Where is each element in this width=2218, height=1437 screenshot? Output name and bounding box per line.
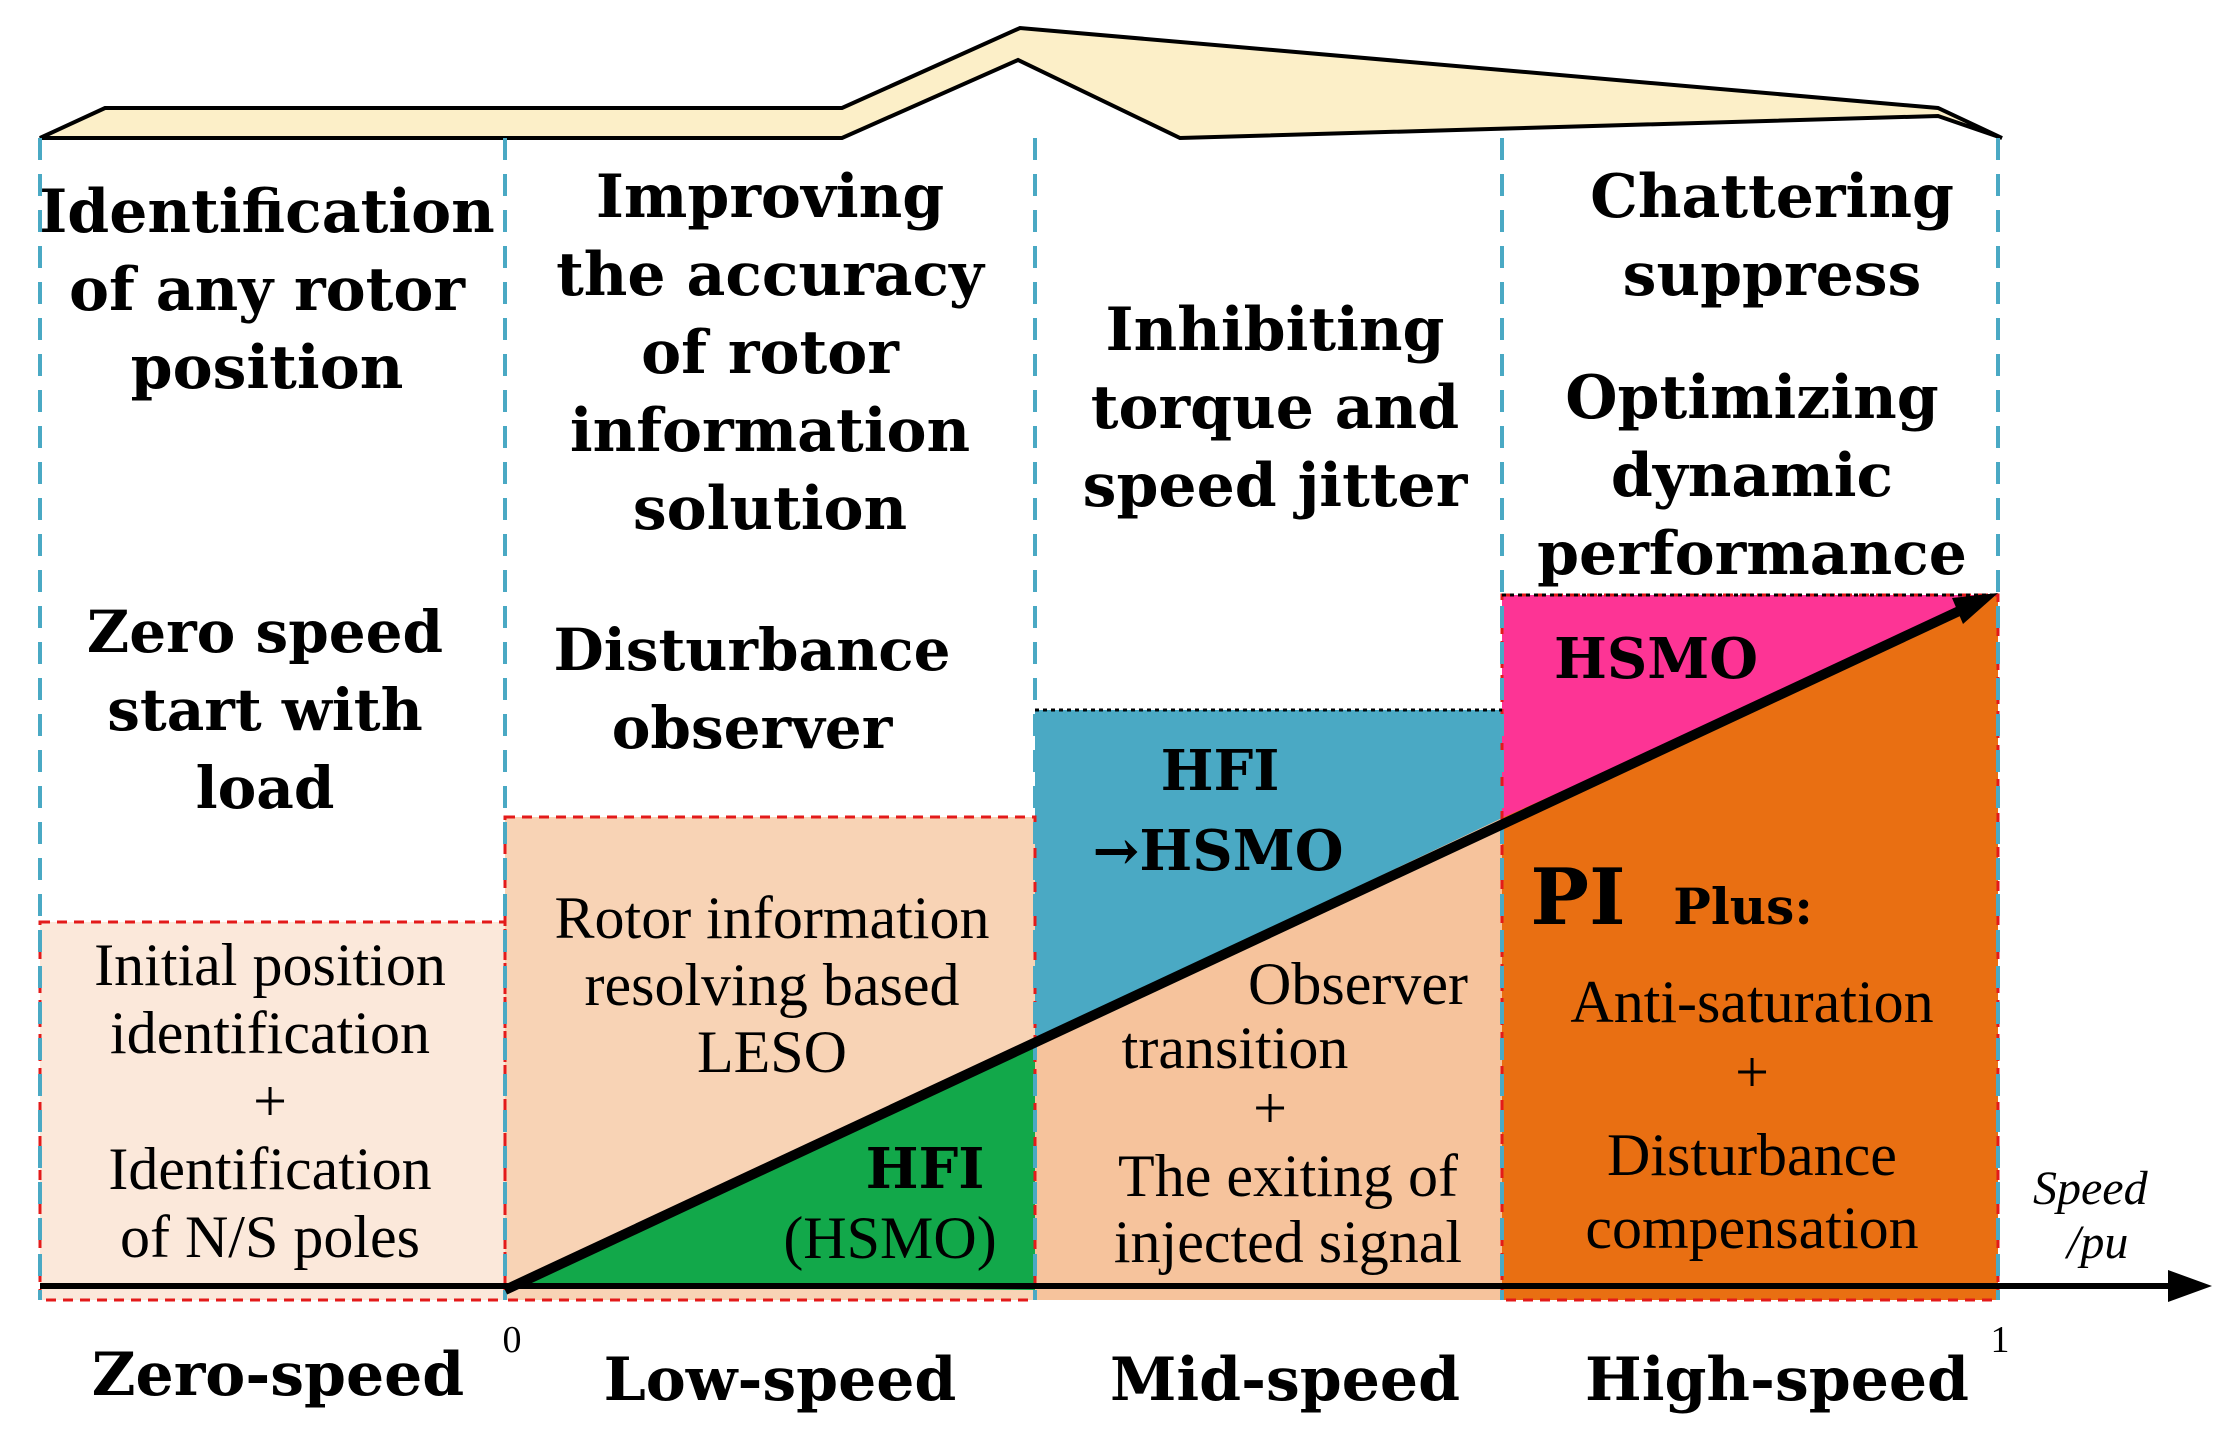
column-mid-speed: Inhibiting torque and speed jitter HFI →…	[1083, 295, 1469, 1415]
speed-region-label: Mid-speed	[1110, 1345, 1460, 1415]
heading-line: of rotor	[641, 318, 900, 388]
method-block-label: →HSMO	[1092, 818, 1343, 884]
heading-line: information	[570, 396, 970, 466]
subheading-line: start with	[107, 676, 423, 744]
controller-title: PI	[1530, 852, 1625, 943]
column-zero-speed: Identification of any rotor position Zer…	[39, 177, 495, 1410]
speed-diagonal-arrowhead	[1952, 593, 1998, 624]
description-line: LESO	[697, 1019, 847, 1085]
heading-line: performance	[1537, 519, 1967, 589]
subheading-line: Disturbance	[553, 616, 950, 684]
description-line: identification	[110, 1000, 430, 1066]
roof-band	[39, 25, 2003, 141]
heading-line: Chattering	[1590, 162, 1954, 232]
axis-tick-label: 1	[1991, 1319, 2010, 1361]
heading-line: Optimizing	[1565, 363, 1938, 433]
heading-line: solution	[633, 474, 907, 544]
heading-line: torque and	[1091, 373, 1459, 443]
axis-tick-label: 0	[503, 1319, 522, 1361]
description-line: +	[1253, 1075, 1287, 1141]
heading-line: speed jitter	[1083, 451, 1469, 521]
column-low-speed: Improving the accuracy of rotor informat…	[553, 162, 996, 1415]
heading-line: dynamic	[1611, 441, 1893, 511]
description-line: Identification	[108, 1136, 431, 1202]
description-line: Observer	[1248, 951, 1468, 1017]
black-dotted-outlines	[1035, 593, 1998, 712]
heading-line: Identification	[39, 177, 495, 247]
speed-region-label: Low-speed	[604, 1345, 957, 1415]
subheading-line: load	[196, 754, 335, 822]
description-line: resolving based	[585, 952, 960, 1018]
description-line: +	[1735, 1039, 1769, 1105]
description-line: of N/S poles	[120, 1204, 420, 1270]
description-line: transition	[1122, 1015, 1349, 1081]
description-line: +	[253, 1068, 287, 1134]
axis-label: /pu	[2064, 1216, 2128, 1269]
heading-line: Inhibiting	[1106, 295, 1445, 365]
controller-suffix: Plus:	[1673, 877, 1813, 936]
method-block-label: HFI	[866, 1136, 985, 1202]
description-line: Disturbance	[1607, 1122, 1897, 1188]
column-dividers	[38, 138, 2000, 1300]
speed-axis-arrowhead	[2168, 1270, 2212, 1302]
subheading-line: observer	[612, 694, 894, 762]
column-high-speed: Chattering suppress Optimizing dynamic p…	[1530, 162, 1969, 1415]
description-line: injected signal	[1114, 1209, 1462, 1275]
heading-line: suppress	[1623, 240, 1922, 310]
method-block-label: (HSMO)	[783, 1205, 996, 1271]
heading-line: position	[131, 333, 404, 403]
description-line: Anti-saturation	[1570, 969, 1933, 1035]
method-block-label: HSMO	[1554, 626, 1758, 692]
zero-speed-block	[40, 922, 505, 1300]
description-line: Initial position	[94, 932, 446, 998]
heading-line: of any rotor	[69, 255, 466, 325]
speed-region-label: Zero-speed	[92, 1340, 465, 1410]
description-line: The exiting of	[1118, 1143, 1458, 1209]
heading-line: Improving	[596, 162, 944, 232]
subheading-line: Zero speed	[87, 598, 443, 666]
description-line: Rotor information	[555, 885, 990, 951]
speed-region-label: High-speed	[1585, 1345, 1969, 1415]
heading-line: the accuracy	[556, 240, 986, 310]
mid-speed-lower-block	[1035, 818, 1502, 1300]
description-line: compensation	[1585, 1195, 1918, 1261]
speed-diagonal-line	[502, 600, 1975, 1295]
method-block-label: HFI	[1161, 738, 1280, 804]
axis-label: Speed	[2033, 1162, 2149, 1215]
